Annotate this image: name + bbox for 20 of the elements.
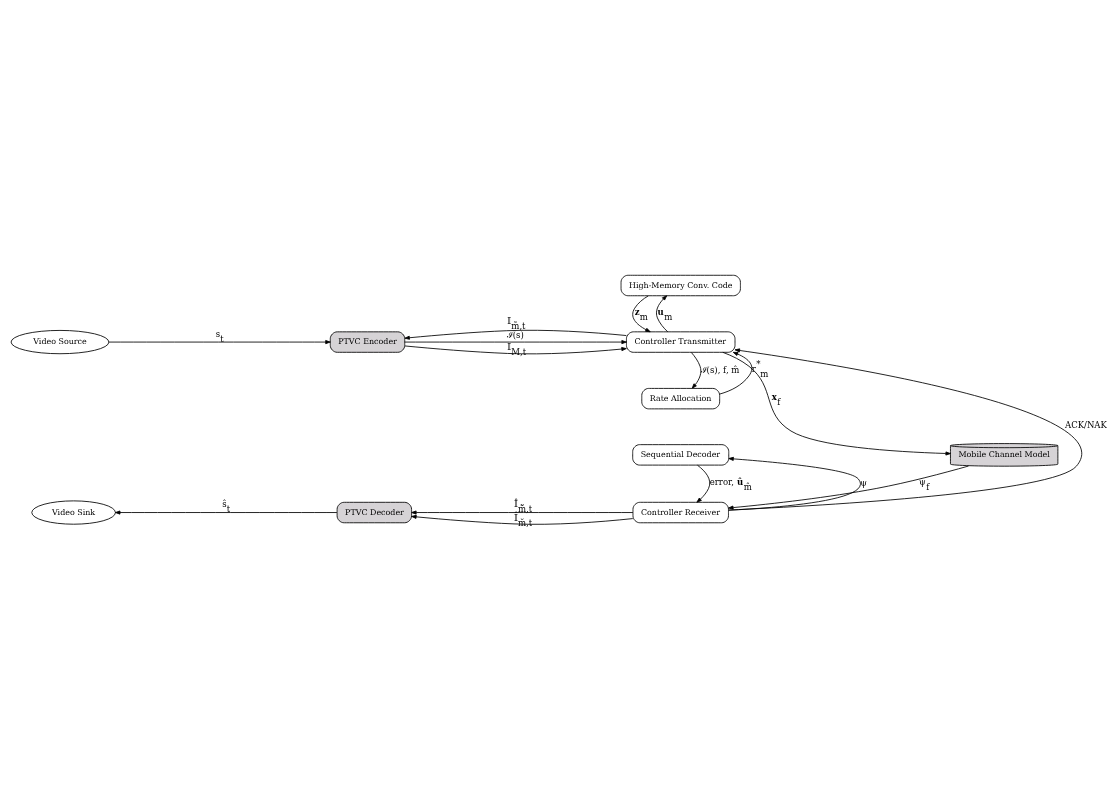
arrow [404, 329, 627, 340]
arrow [108, 340, 331, 345]
arrow [656, 295, 669, 333]
arrow [719, 351, 753, 395]
arrow [404, 345, 627, 355]
arrow [690, 352, 702, 389]
edge-label: ℐ(s) [506, 329, 524, 340]
arrow [728, 465, 969, 510]
arrow [411, 510, 634, 515]
arrow [115, 510, 338, 515]
edge-label: ACK/NAK [1065, 420, 1107, 431]
edge-label: ℐ(s), f, m̂ [700, 365, 740, 376]
arrow [728, 456, 861, 511]
arrow [696, 464, 711, 503]
edge-label: ψ [860, 477, 868, 488]
arrow [632, 295, 651, 333]
arrow [722, 351, 951, 456]
arrow [728, 348, 1083, 511]
arrow [404, 340, 627, 345]
arrow [411, 514, 634, 525]
